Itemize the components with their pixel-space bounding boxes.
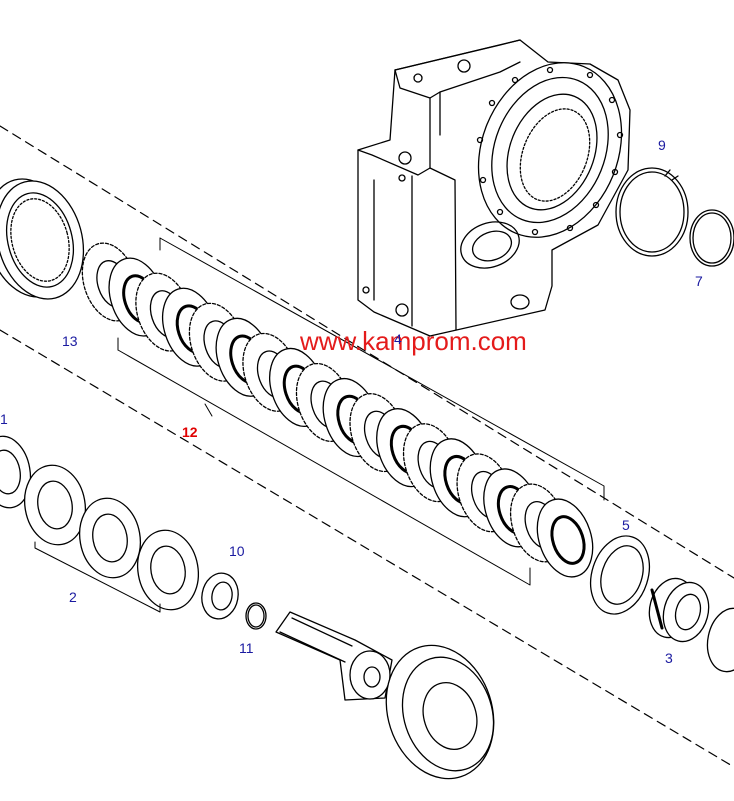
ring-11: [245, 602, 267, 630]
callout-5[interactable]: 5: [622, 517, 630, 533]
callout-9[interactable]: 9: [658, 137, 666, 153]
bottom-gear: [385, 644, 495, 780]
discs-2: [24, 464, 199, 613]
splined-shaft: [275, 611, 393, 701]
callout-2[interactable]: 2: [69, 589, 77, 605]
washer-5: [589, 535, 651, 615]
bearing-3: [648, 577, 710, 643]
callout-11[interactable]: 11: [239, 640, 254, 656]
pack-bracket: [117, 237, 605, 586]
plate-bore: [550, 515, 586, 565]
snap-ring-right: [706, 607, 734, 673]
gearbox-housing: [357, 39, 631, 337]
clutch-pack-12: [81, 242, 594, 578]
callout-4[interactable]: 4: [394, 331, 402, 347]
callout-1[interactable]: 1: [0, 411, 8, 427]
snap-ring-7: [689, 209, 734, 267]
axis-lines: [0, 125, 734, 768]
callout-13[interactable]: 13: [62, 333, 78, 349]
bearing-1: [0, 435, 32, 509]
callout-12[interactable]: 12: [182, 424, 198, 440]
callout-10[interactable]: 10: [229, 543, 245, 559]
callout-3[interactable]: 3: [665, 650, 673, 666]
callout-7[interactable]: 7: [695, 273, 703, 289]
washer-10: [201, 572, 239, 620]
ring-gear-13: [0, 178, 85, 300]
flange-bolts: [476, 66, 624, 236]
friction-plate: [536, 498, 594, 578]
watermark-text: www.kamprom.com: [300, 326, 527, 356]
circlip-9: [615, 167, 689, 257]
